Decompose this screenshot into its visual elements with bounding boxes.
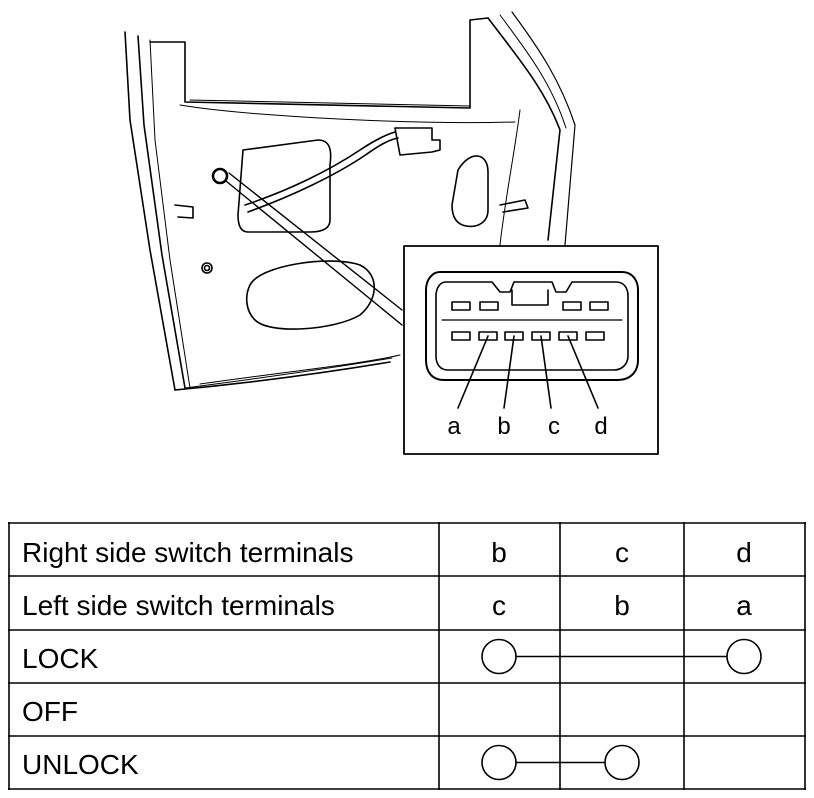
left-terminal-col1: c: [492, 590, 506, 621]
switch-continuity-table: Right side switch terminals b c d Left s…: [8, 522, 806, 790]
callout-label-b: b: [497, 413, 510, 440]
callout-line-a: [457, 335, 489, 409]
callout-label-c: c: [548, 413, 560, 440]
wire-harness: [244, 131, 396, 206]
window-frame: [149, 17, 489, 109]
left-terminal-col3: a: [736, 590, 752, 621]
row-label-off: OFF: [22, 696, 78, 727]
door-frame-inner: [137, 35, 186, 389]
speaker-opening: [245, 260, 375, 330]
callout-label-a: a: [447, 413, 461, 440]
table-grid: [8, 522, 806, 790]
callout-label-d: d: [594, 413, 607, 440]
header-row-left-label: Left side switch terminals: [22, 590, 335, 621]
pillar: [487, 17, 561, 241]
callout-line-c: [540, 335, 552, 409]
row-label-unlock: UNLOCK: [22, 749, 139, 780]
upper-cutout: [237, 139, 332, 233]
connector-detail-box: [403, 245, 659, 455]
right-terminal-col2: c: [615, 537, 629, 568]
door-switch-illustration: a b c d: [124, 11, 659, 455]
connector-outline: [425, 271, 639, 381]
continuity-circle: [481, 638, 517, 675]
row-label-lock: LOCK: [22, 643, 99, 674]
callout-line-d: [567, 335, 599, 409]
continuity-circle: [726, 638, 762, 675]
callout-line-b: [503, 335, 515, 409]
clip-hole: [201, 262, 213, 274]
header-row-right-label: Right side switch terminals: [22, 537, 354, 568]
continuity-circle: [604, 744, 640, 781]
door-frame-outer: [124, 31, 176, 391]
detail-leader: [225, 172, 403, 326]
side-cutout: [451, 155, 489, 228]
right-terminal-col3: d: [736, 537, 752, 568]
right-terminal-col1: b: [491, 537, 507, 568]
door-bottom-edge: [174, 361, 391, 391]
left-terminal-col2: b: [614, 590, 630, 621]
continuity-circle: [481, 744, 517, 781]
switch-location-marker: [211, 167, 229, 185]
harness-connector: [394, 127, 441, 156]
